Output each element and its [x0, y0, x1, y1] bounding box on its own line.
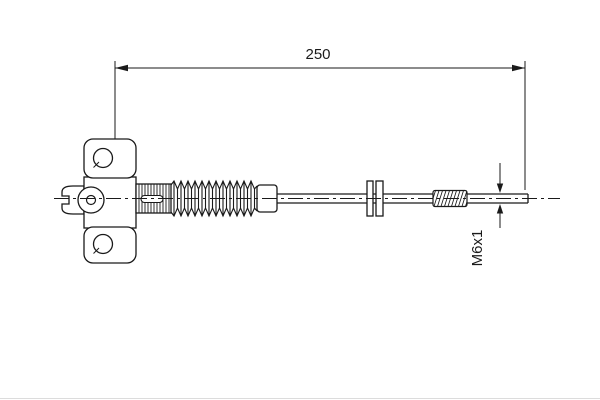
bellows-top-edge: [170, 179, 258, 191]
hole-notch-bottom: [93, 247, 100, 254]
dimension-arrow-left-icon: [115, 64, 128, 72]
adjuster-slot: [140, 194, 164, 204]
spring-clip: [61, 185, 85, 215]
thread-annotation: M6x1: [469, 163, 504, 267]
length-dimension: 250: [114, 46, 526, 190]
clevis-eye: [77, 186, 105, 214]
thread-arrow-top-icon: [496, 183, 504, 193]
thread-arrow-bottom-icon: [496, 204, 504, 214]
page-edge-line: [0, 398, 600, 399]
clevis-eye-inner: [85, 194, 97, 206]
hole-notch-top: [93, 161, 100, 168]
bellows-bottom-edge: [170, 206, 258, 218]
dimension-label: 250: [305, 46, 330, 63]
thread-label: M6x1: [469, 230, 486, 267]
dimension-arrow-right-icon: [512, 64, 525, 72]
mounting-bracket: [61, 138, 137, 264]
